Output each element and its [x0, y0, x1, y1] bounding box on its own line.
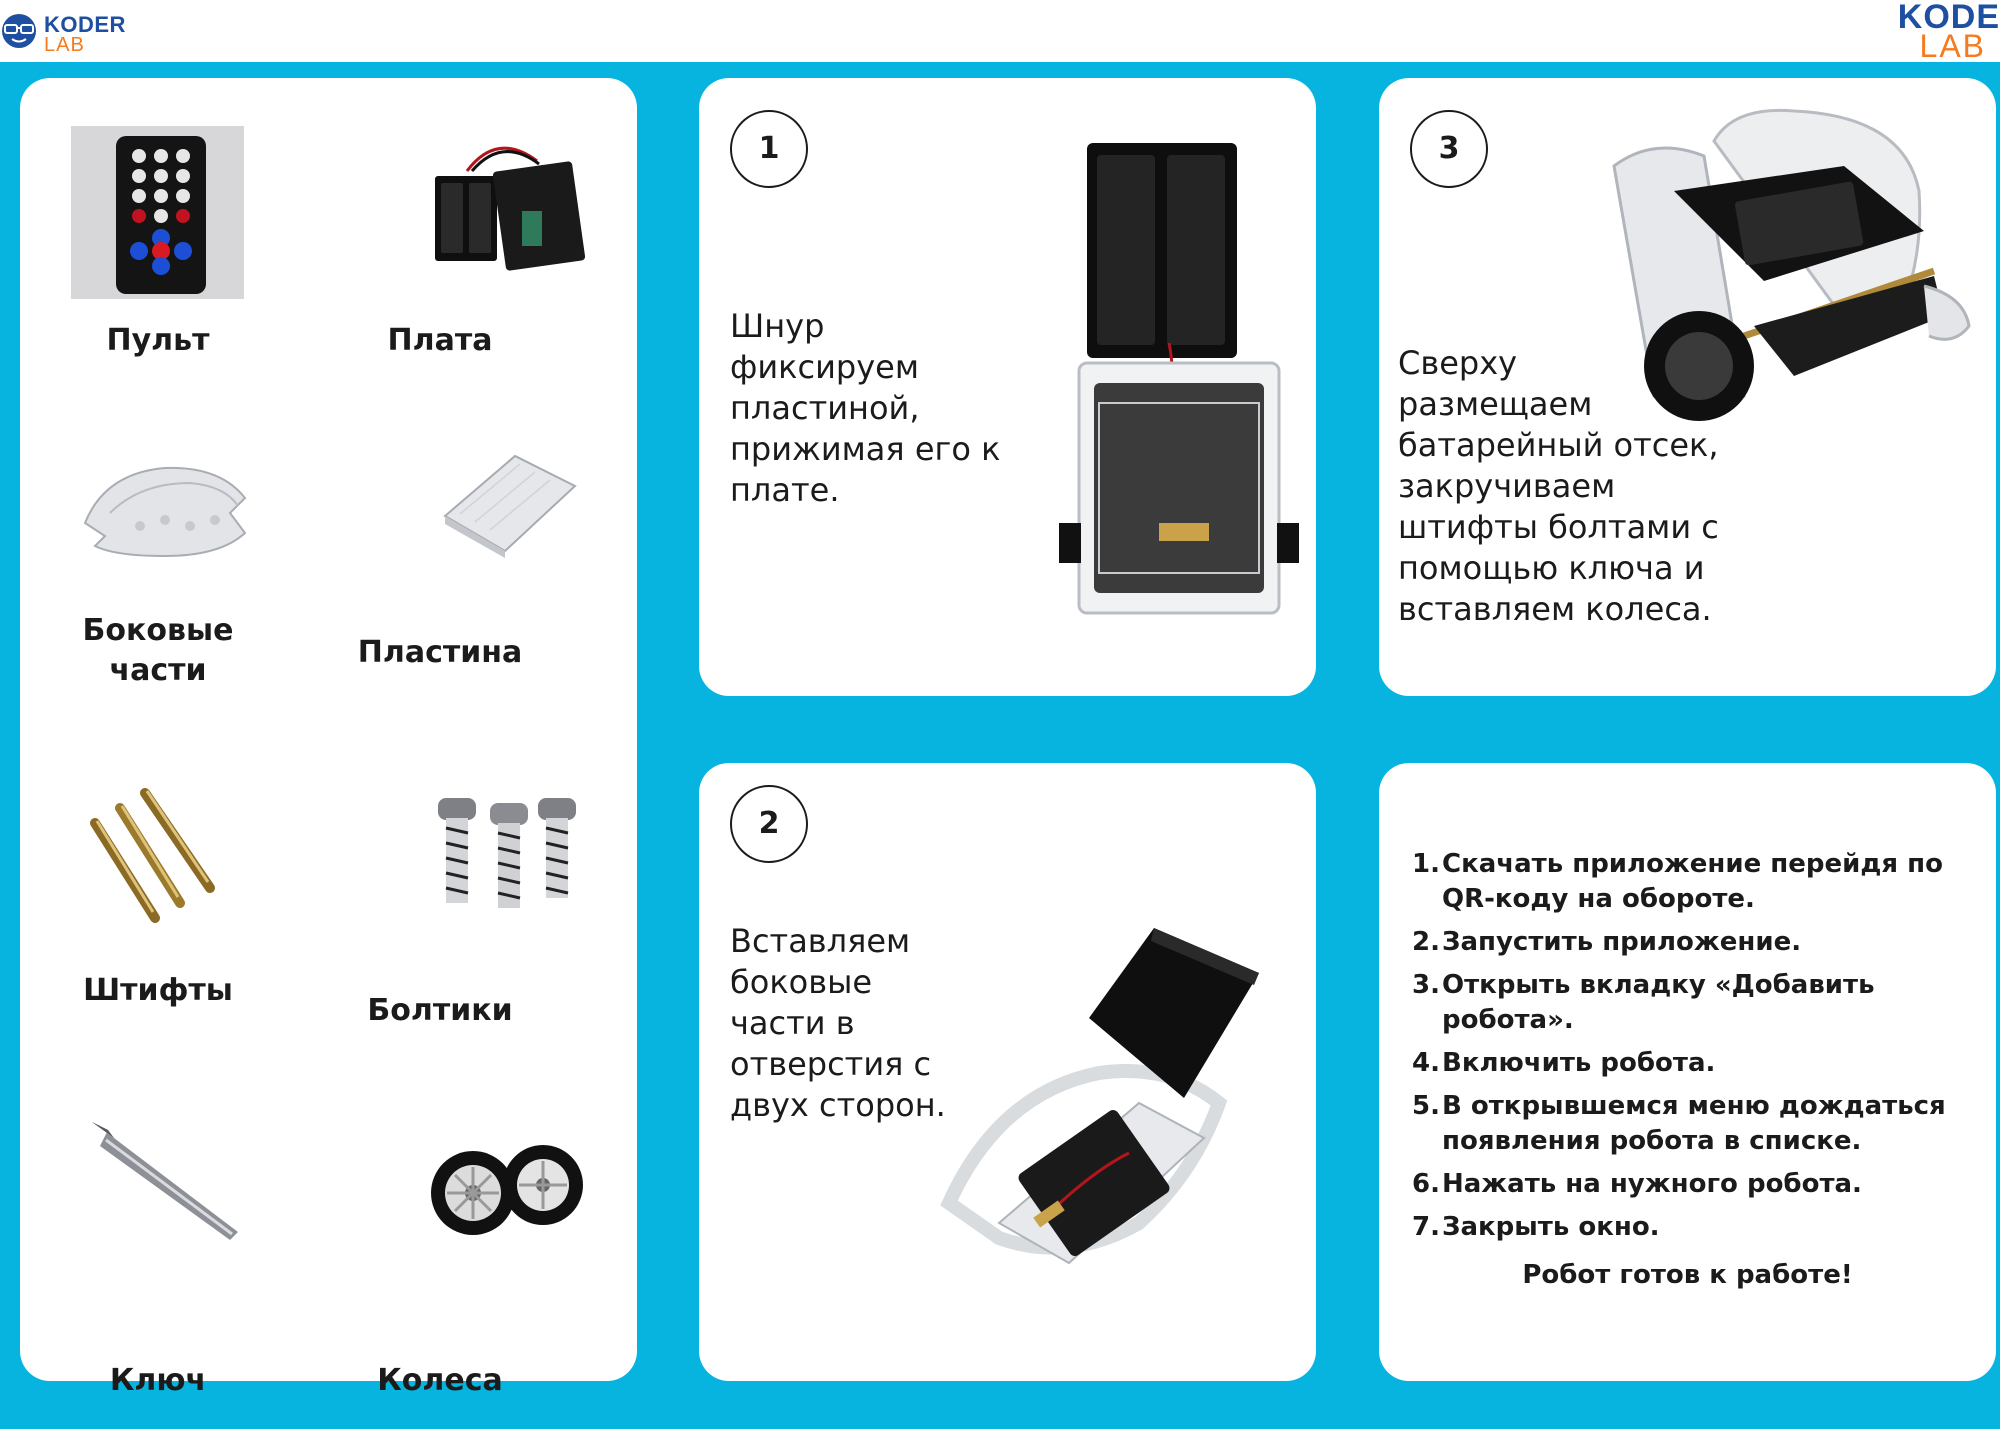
- step-1-card: 1 Шнур фиксируем пластиной, прижимая его…: [699, 78, 1316, 696]
- list-item-number: 1.: [1412, 849, 1440, 879]
- logo-face-icon: [2, 14, 36, 48]
- list-item-number: 7.: [1412, 1212, 1440, 1242]
- list-item: 5.В открывшемся меню дождаться появления…: [1412, 1089, 1982, 1159]
- parts-list-card: Пульт Плата Боковые части Пластина Штифт…: [20, 78, 637, 1398]
- step-text-line: штифты болтами с: [1398, 508, 1719, 546]
- step-text-line: помощью ключа и: [1398, 549, 1705, 587]
- robot-ready-message: Робот готов к работе!: [1522, 1260, 1853, 1290]
- step-text-line: закручиваем: [1398, 467, 1616, 505]
- step-number-badge: 2: [730, 785, 808, 863]
- logo-word-kode: KODE: [1897, 0, 2000, 36]
- step-text-line: боковые: [730, 963, 873, 1001]
- step-text-line: Вставляем: [730, 922, 911, 960]
- list-item: 7.Закрыть окно.: [1412, 1210, 1982, 1245]
- wheels-icon: [431, 1145, 583, 1235]
- koderlab-logo: KODER LAB: [0, 8, 140, 56]
- part-label-wheels: Колеса: [377, 1363, 503, 1398]
- list-item: 6.Нажать на нужного робота.: [1412, 1167, 1982, 1202]
- step-2-assembly-photo: [940, 928, 1259, 1265]
- part-label-bolts: Болтики: [367, 993, 513, 1028]
- remote-control-icon: [71, 126, 244, 299]
- part-label-side-parts: Боковые части: [13, 611, 303, 691]
- kodelab-logo-right: KODE LAB: [1890, 0, 2000, 64]
- logo-word-lab-right: LAB: [1919, 28, 1986, 64]
- step-text-line: плате.: [730, 471, 840, 509]
- logo-word-lab: LAB: [44, 34, 85, 56]
- list-item-text: Нажать на нужного робота.: [1442, 1169, 1862, 1199]
- step-text-line: Шнур: [730, 307, 825, 345]
- part-label-remote: Пульт: [106, 323, 210, 358]
- step-text-line: части в: [730, 1004, 855, 1042]
- step-text-line: Сверху: [1398, 344, 1518, 382]
- header-bar: KODER LAB KODE LAB: [0, 0, 2000, 64]
- part-label-side-parts-line1: Боковые: [82, 613, 234, 648]
- step-text-line: прижимая его к: [730, 430, 1001, 468]
- step-2-text: Вставляем боковые части в отверстия с дв…: [730, 921, 946, 1126]
- list-item: 1.Скачать приложение перейдя по QR-коду …: [1412, 847, 1982, 917]
- part-label-hex-key: Ключ: [109, 1363, 207, 1398]
- step-text-line: размещаем: [1398, 385, 1593, 423]
- part-label-plate: Пластина: [357, 635, 523, 670]
- step-text-line: двух сторон.: [730, 1086, 946, 1124]
- list-item-text: Открыть вкладку «Добавить робота».: [1442, 970, 1875, 1035]
- setup-steps-list: 1.Скачать приложение перейдя по QR-коду …: [1412, 847, 1982, 1253]
- step-text-line: фиксируем: [730, 348, 919, 386]
- list-item-number: 3.: [1412, 970, 1440, 1000]
- step-2-card: 2 Вставляем боковые части в отверстия с …: [699, 763, 1316, 1381]
- step-1-text: Шнур фиксируем пластиной, прижимая его к…: [730, 306, 1000, 511]
- part-label-board: Плата: [387, 323, 493, 358]
- step-text-line: отверстия с: [730, 1045, 932, 1083]
- step-number-badge: 3: [1410, 110, 1488, 188]
- step-1-assembly-photo: [1059, 143, 1299, 615]
- side-parts-icon: [83, 466, 247, 558]
- list-item: 3.Открыть вкладку «Добавить робота».: [1412, 968, 1982, 1038]
- step-3-text: Сверху размещаем батарейный отсек, закру…: [1398, 343, 1719, 630]
- step-number-badge: 1: [730, 110, 808, 188]
- list-item-text: Скачать приложение перейдя по QR-коду на…: [1442, 849, 1943, 914]
- step-text-line: пластиной,: [730, 389, 920, 427]
- list-item-text: Закрыть окно.: [1442, 1212, 1660, 1242]
- list-item: 4.Включить робота.: [1412, 1046, 1982, 1081]
- step-3-assembly-photo: [1612, 108, 1971, 421]
- step-text-line: батарейный отсек,: [1398, 426, 1719, 464]
- list-item-number: 2.: [1412, 927, 1440, 957]
- step-text-line: вставляем колеса.: [1398, 590, 1712, 628]
- step-3-card: 3 Сверху размещаем батарейный отсек, зак…: [1379, 78, 1996, 696]
- circuit-board-icon: [435, 146, 586, 271]
- part-label-pins: Штифты: [83, 973, 233, 1008]
- plate-icon: [443, 454, 577, 558]
- logo-word-koder: KODER: [44, 12, 126, 37]
- list-item-text: В открывшемся меню дождаться появления р…: [1442, 1091, 1946, 1156]
- part-label-side-parts-line2: части: [109, 653, 207, 688]
- bolts-icon: [438, 798, 576, 908]
- hex-key-icon: [92, 1122, 238, 1240]
- setup-instructions-card: 1.Скачать приложение перейдя по QR-коду …: [1379, 763, 1996, 1381]
- list-item-text: Запустить приложение.: [1442, 927, 1802, 957]
- list-item: 2.Запустить приложение.: [1412, 925, 1982, 960]
- list-item-text: Включить робота.: [1442, 1048, 1716, 1078]
- pins-icon: [90, 788, 215, 923]
- list-item-number: 4.: [1412, 1048, 1440, 1078]
- list-item-number: 6.: [1412, 1169, 1440, 1199]
- list-item-number: 5.: [1412, 1091, 1440, 1121]
